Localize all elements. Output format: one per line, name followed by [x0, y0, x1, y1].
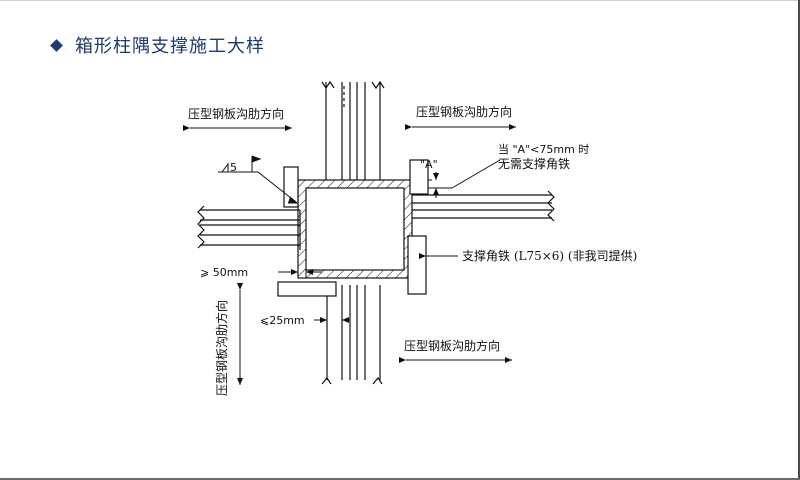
dimension-50: [278, 262, 322, 278]
dim-a-label: "A": [420, 158, 438, 171]
left-beam: [197, 205, 301, 250]
dim-50-label: ⩾ 50mm: [200, 266, 248, 279]
rib-label-top-left: 压型钢板沟肋方向: [188, 106, 284, 121]
rib-label-top-right: 压型钢板沟肋方向: [416, 104, 512, 119]
rib-label-vertical: 压型钢板沟肋方向: [214, 300, 229, 396]
brace-angle-label: 支撑角铁 (L75×6) (非我司提供): [462, 248, 637, 263]
corner-plates: [277, 159, 429, 297]
weld-symbol: [218, 155, 299, 204]
dim-25-label: ⩽25mm: [260, 314, 305, 327]
frame-top-border: [0, 0, 800, 1]
note-line-2: 无需支撑角铁: [498, 156, 570, 171]
title-block: 箱形柱隅支撑施工大样: [50, 34, 265, 57]
frame-bottom-border: [0, 478, 800, 480]
rib-label-bottom: 压型钢板沟肋方向: [404, 338, 500, 353]
rib-arrows: [183, 124, 516, 385]
upper-beam: [321, 80, 385, 180]
lower-beam: [321, 285, 383, 385]
note-line-1: 当 "A"<75mm 时: [498, 142, 589, 156]
box-column: [297, 179, 413, 279]
page-title: 箱形柱隅支撑施工大样: [75, 36, 265, 57]
weld-size-label: 5: [230, 161, 237, 174]
right-beam: [412, 190, 555, 222]
dimension-a: [428, 159, 501, 198]
frame-right-border: [798, 0, 800, 480]
